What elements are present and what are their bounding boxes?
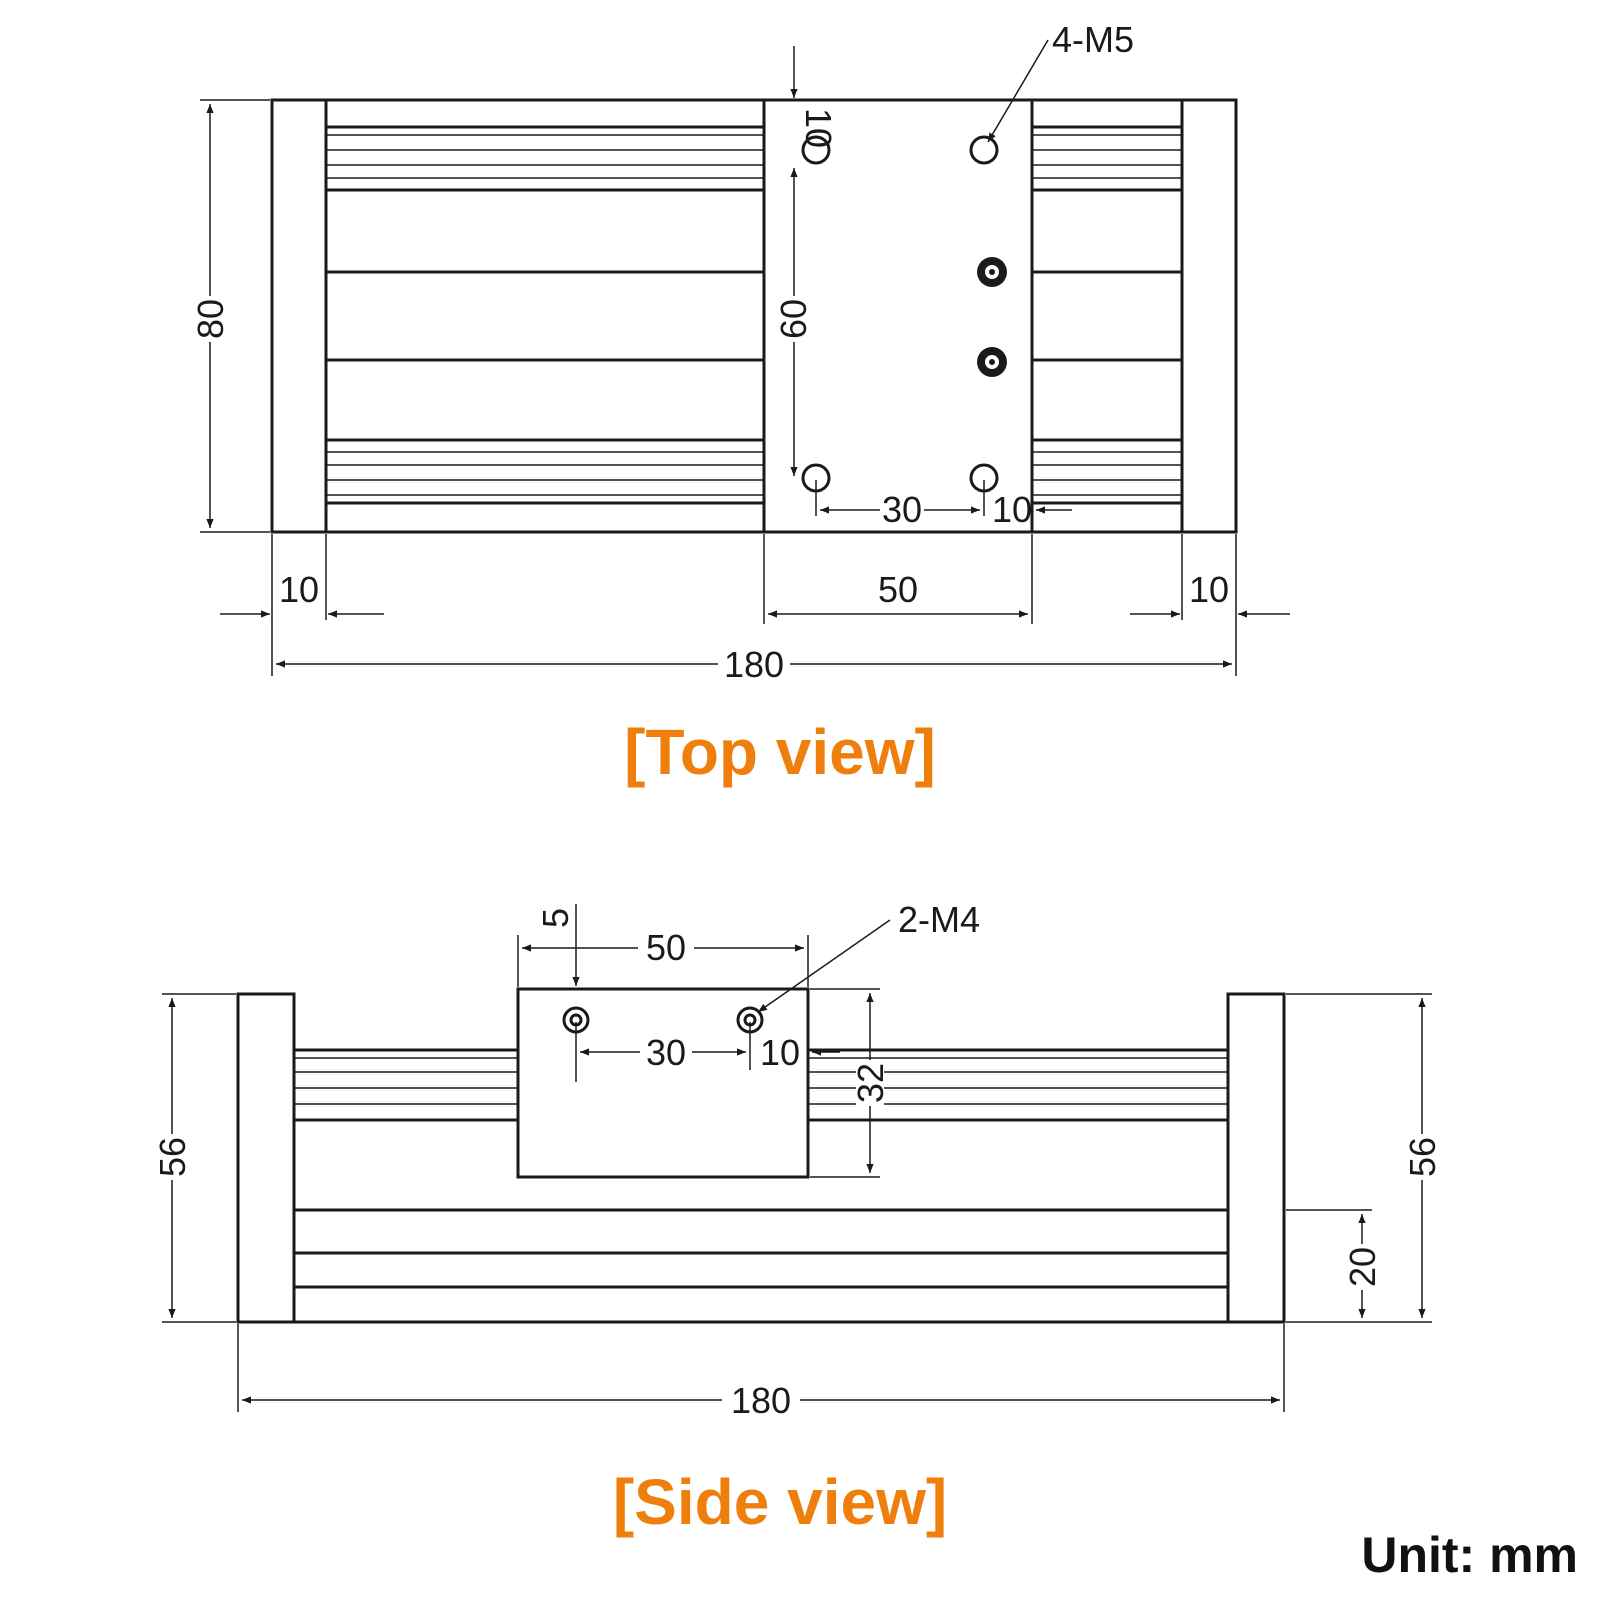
side-dim-hole-spacing: 30 [646, 1032, 686, 1073]
side-base-rail [238, 1208, 1284, 1324]
top-dim-end-right: 10 [1189, 569, 1229, 610]
top-dim-hole-spacing-x: 30 [882, 489, 922, 530]
side-callout-2-m4: 2-M4 [898, 899, 980, 940]
top-dim-height: 80 [190, 299, 231, 339]
top-dim-carriage-width: 50 [878, 569, 918, 610]
side-carriage [516, 987, 810, 1179]
top-dim-hole-offset-top: 10 [798, 108, 839, 148]
side-dim-carriage-height: 32 [850, 1063, 891, 1103]
top-dim-hole-offset-edge: 10 [992, 489, 1032, 530]
side-view: 2-M4 5 50 30 10 32 56 20 [152, 899, 1443, 1421]
rail-grooves-left [326, 125, 764, 505]
m4-mounting-holes [562, 1006, 764, 1034]
side-dim-hole-offset-edge: 10 [760, 1032, 800, 1073]
side-dim-carriage-width: 50 [646, 927, 686, 968]
top-dim-hole-spacing-y: 60 [773, 299, 814, 339]
side-upper-rail [294, 1048, 1228, 1122]
side-dim-height-right: 56 [1402, 1137, 1443, 1177]
m5-mounting-holes [801, 135, 999, 493]
side-dim-rail-height: 20 [1342, 1247, 1383, 1287]
side-dim-hole-offset-top: 5 [535, 908, 576, 928]
lead-screw [324, 270, 1184, 362]
side-dim-overall-length: 180 [731, 1380, 791, 1421]
top-view-frame [270, 98, 1238, 534]
top-dim-end-left: 10 [279, 569, 319, 610]
side-right-end-block [1226, 992, 1286, 1324]
top-view: 4-M5 80 10 60 30 10 10 50 [190, 19, 1290, 685]
side-dim-height-left: 56 [152, 1137, 193, 1177]
top-view-caption: [Top view] [624, 716, 936, 788]
side-view-caption: [Side view] [612, 1466, 948, 1538]
rail-grooves-right [1032, 125, 1182, 505]
side-left-end-block [236, 992, 296, 1324]
grease-nipples [977, 257, 1007, 377]
unit-label: Unit: mm [1361, 1527, 1578, 1583]
top-dim-overall-length: 180 [724, 644, 784, 685]
top-callout-4-m5: 4-M5 [1052, 19, 1134, 60]
